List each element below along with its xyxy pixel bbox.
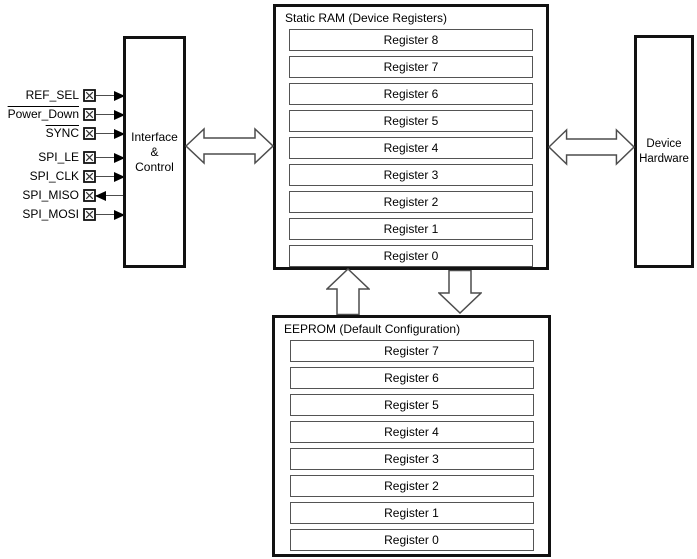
register-row: Register 1 — [289, 502, 534, 524]
signal-label: Power_Down — [7, 107, 79, 121]
register-label: Register 4 — [384, 425, 439, 439]
register-row: Register 0 — [289, 529, 534, 551]
register-row: Register 3 — [289, 448, 534, 470]
signal-row: REF_SEL — [0, 88, 125, 102]
register-row: Register 7 — [289, 340, 534, 362]
register-row: Register 2 — [289, 475, 534, 497]
interface-control-label: Interface & Control — [131, 129, 178, 174]
ram-device-bidirectional-arrow-icon — [548, 128, 635, 166]
static-ram-title: Static RAM (Device Registers) — [285, 11, 448, 25]
signal-row: SYNC — [0, 126, 125, 140]
register-label: Register 6 — [383, 87, 439, 101]
signal-label: SYNC — [45, 126, 79, 140]
device-hardware-block: Device Hardware — [634, 35, 694, 268]
register-row: Register 6 — [289, 367, 534, 389]
pin-pad-icon — [83, 108, 96, 121]
signal-wire — [96, 208, 125, 221]
pin-pad-icon — [83, 170, 96, 183]
signal-row: SPI_CLK — [0, 169, 125, 183]
signal-label: SPI_CLK — [29, 169, 79, 183]
register-label: Register 3 — [384, 452, 439, 466]
interface-ram-bidirectional-arrow-icon — [185, 127, 274, 165]
eeprom-register-list: Register 7 Register 6 Register 5 Register 4… — [275, 340, 548, 551]
register-label: Register 5 — [383, 114, 439, 128]
register-row: Register 2 — [289, 191, 533, 213]
register-label: Register 2 — [384, 479, 439, 493]
register-label: Register 6 — [384, 371, 439, 385]
register-label: Register 8 — [383, 33, 439, 47]
register-row: Register 4 — [289, 421, 534, 443]
ram-to-eeprom-down-arrow-icon — [438, 270, 482, 314]
interface-control-block: Interface & Control — [123, 36, 186, 268]
signal-row: SPI_MISO — [0, 189, 124, 202]
signal-label: SPI_MOSI — [22, 207, 79, 221]
register-label: Register 7 — [383, 60, 439, 74]
signal-wire — [96, 127, 125, 140]
register-label: Register 4 — [383, 141, 439, 155]
signal-row: SPI_LE — [0, 150, 125, 164]
register-label: Register 0 — [384, 533, 439, 547]
arrowhead-right-icon — [114, 171, 125, 182]
eeprom-block: EEPROM (Default Configuration) Register … — [272, 315, 551, 557]
register-row: Register 3 — [289, 164, 533, 186]
register-row: Register 4 — [289, 137, 533, 159]
arrowhead-right-icon — [114, 109, 125, 120]
register-label: Register 0 — [383, 249, 439, 263]
register-label: Register 5 — [384, 398, 439, 412]
register-row: Register 6 — [289, 83, 533, 105]
register-label: Register 1 — [384, 506, 439, 520]
signal-row: SPI_MOSI — [0, 207, 125, 221]
ram-register-list: Register 8 Register 7 Register 6 Register 5… — [276, 29, 546, 267]
signal-label: SPI_LE — [38, 150, 79, 164]
register-label: Register 2 — [383, 195, 439, 209]
pin-pad-icon — [83, 89, 96, 102]
register-label: Register 1 — [383, 222, 439, 236]
signal-label: SPI_MISO — [22, 188, 79, 202]
static-ram-block: Static RAM (Device Registers) Register 8… — [273, 4, 549, 270]
arrowhead-right-icon — [114, 128, 125, 139]
signal-wire — [96, 170, 125, 183]
pin-pad-icon — [83, 127, 96, 140]
eeprom-to-ram-up-arrow-icon — [326, 268, 370, 315]
register-row: Register 0 — [289, 245, 533, 267]
pin-pad-icon — [83, 151, 96, 164]
arrowhead-right-icon — [114, 152, 125, 163]
register-label: Register 3 — [383, 168, 439, 182]
arrowhead-right-icon — [114, 209, 125, 220]
register-row: Register 7 — [289, 56, 533, 78]
signal-wire — [96, 89, 125, 102]
arrowhead-right-icon — [114, 90, 125, 101]
device-hardware-label: Device Hardware — [639, 137, 689, 165]
register-row: Register 1 — [289, 218, 533, 240]
signal-label: REF_SEL — [25, 88, 79, 102]
signal-row: Power_Down — [0, 107, 125, 121]
register-label: Register 7 — [384, 344, 439, 358]
register-row: Register 5 — [289, 110, 533, 132]
pin-pad-icon — [83, 208, 96, 221]
signal-wire — [96, 151, 125, 164]
signal-wire — [95, 189, 124, 202]
signal-group-spi: SPI_LE SPI_CLK SPI_MISO SPI_MOSI — [0, 150, 125, 221]
register-row: Register 5 — [289, 394, 534, 416]
signal-wire — [96, 108, 125, 121]
arrowhead-left-icon — [95, 190, 106, 201]
eeprom-title: EEPROM (Default Configuration) — [284, 322, 461, 336]
register-row: Register 8 — [289, 29, 533, 51]
